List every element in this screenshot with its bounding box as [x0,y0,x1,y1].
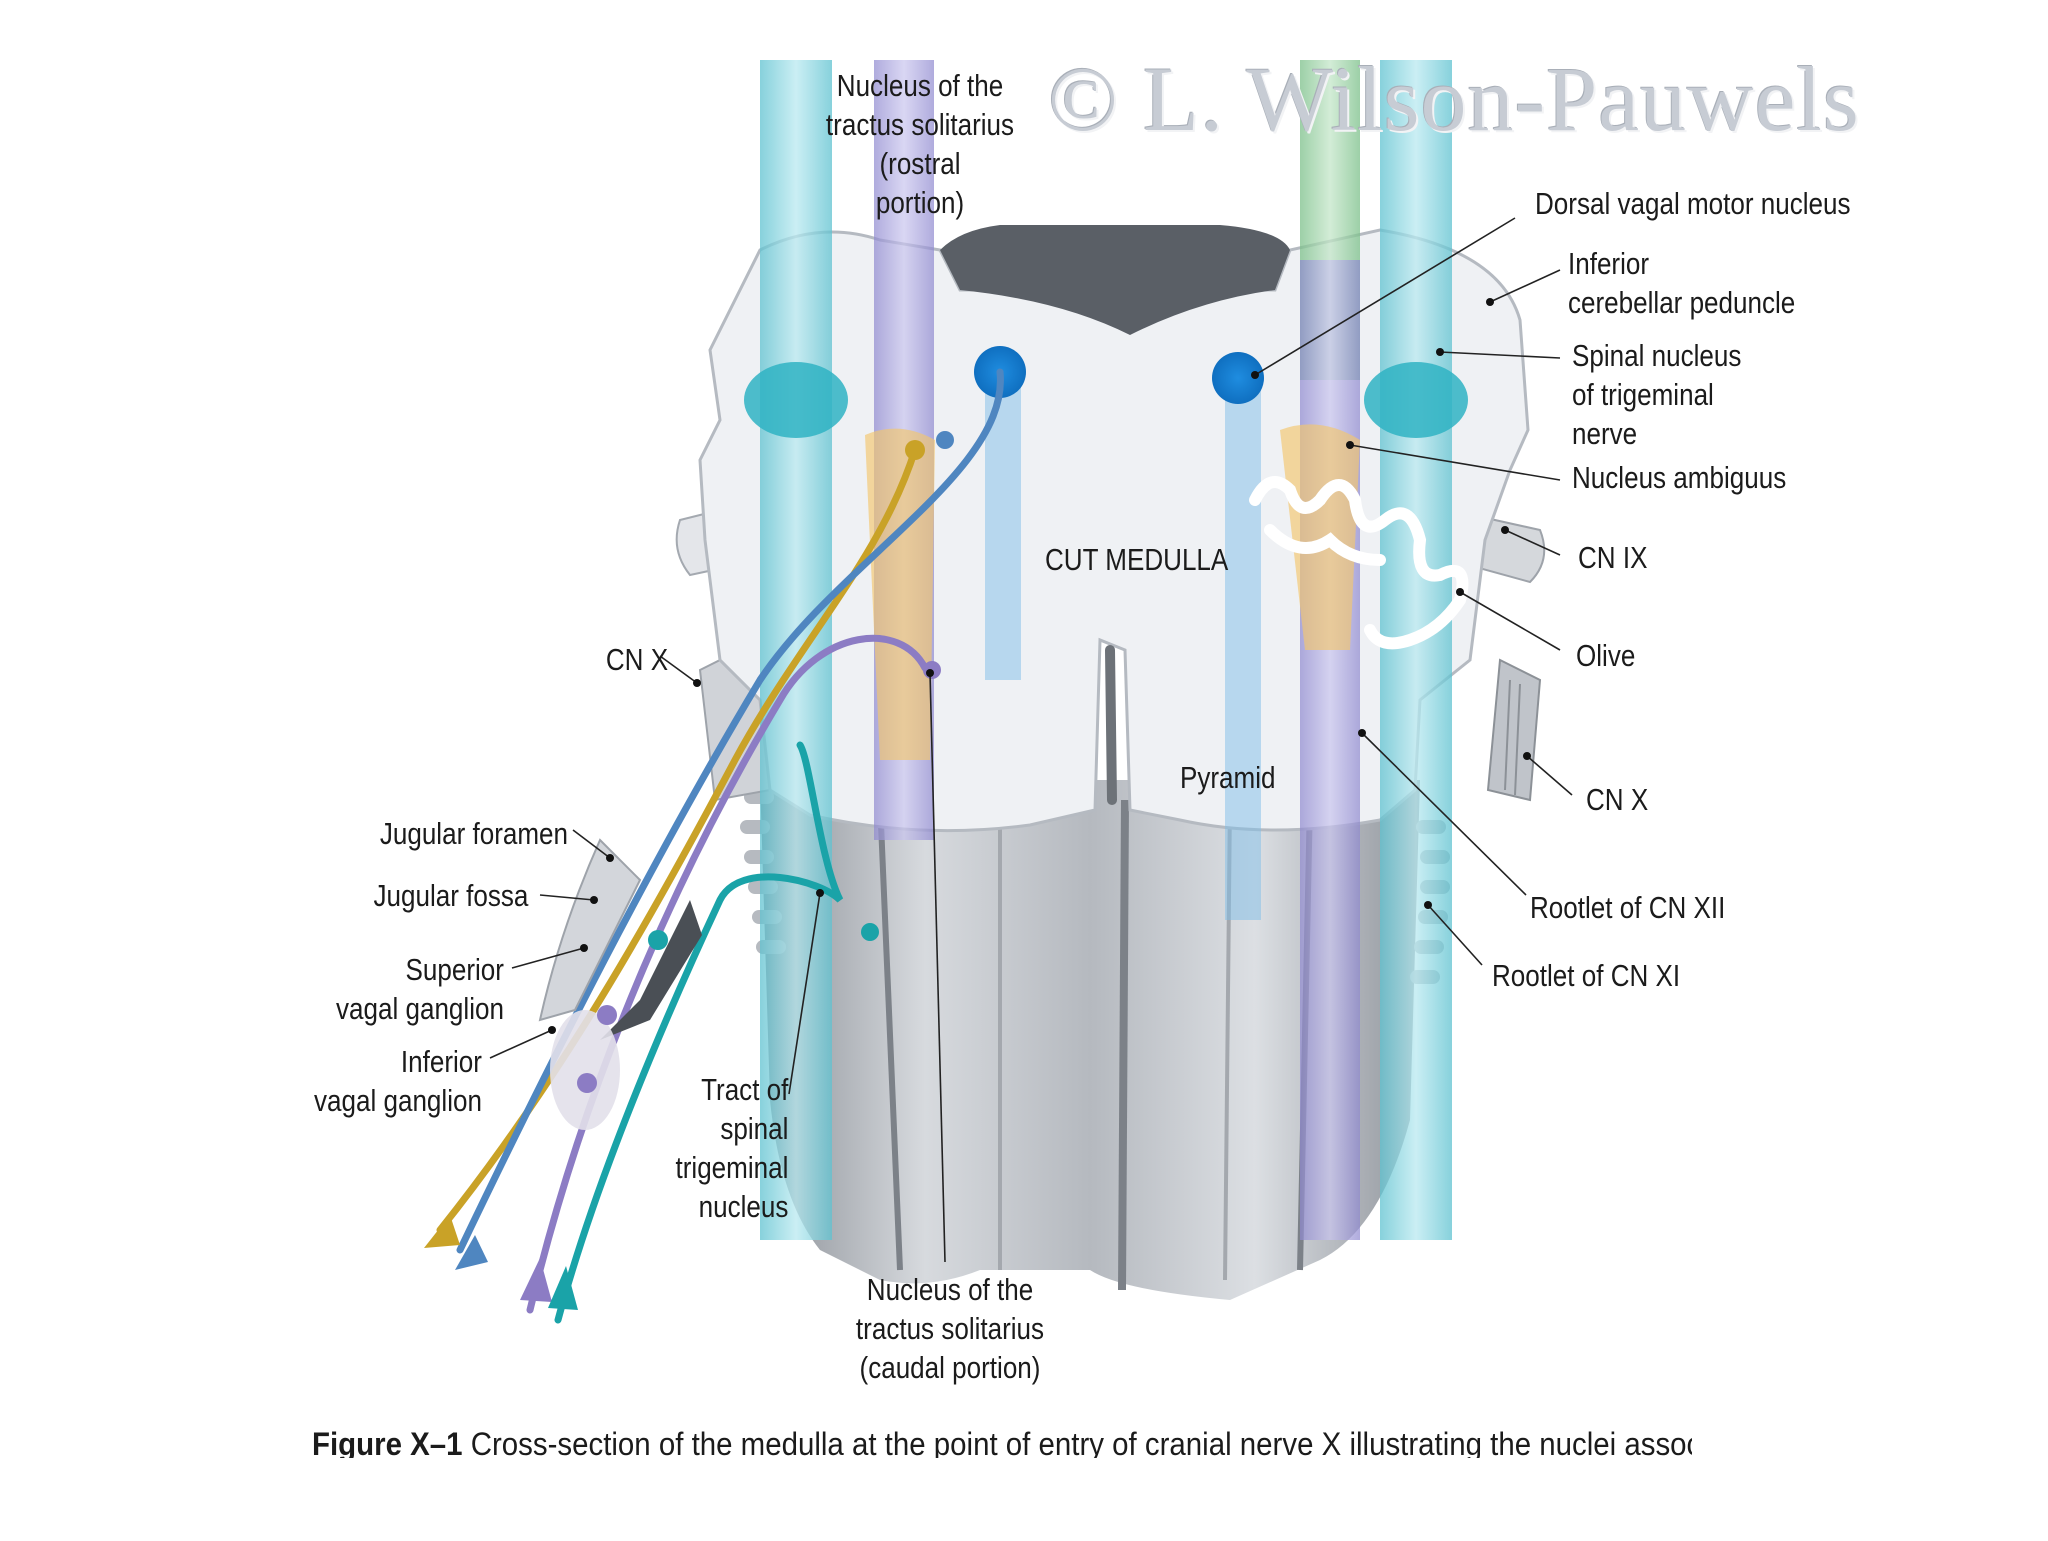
label-inferior-cerebellar-peduncle: Inferior cerebellar peduncle [1568,246,1796,320]
column-left-blue [985,380,1021,680]
fibre-arrowheads [424,1215,578,1310]
label-rootlet-cn-xii: Rootlet of CN XII [1530,890,1726,925]
fibre-teal [554,741,844,1324]
label-cn-ix: CN IX [1578,540,1648,575]
label-inferior-vagal-ganglion: Inferior vagal ganglion [314,1044,482,1118]
column-right-cyan [1364,60,1468,1240]
leader-lines [489,217,1573,1263]
label-jugular-fossa: Jugular fossa [373,878,528,913]
column-right-blue [1225,380,1261,920]
label-jugular-foramen: Jugular foramen [379,816,568,851]
fibre-purple [526,634,929,1314]
label-tract-spinal-trigeminal: Tract of spinal trigeminal nucleus [675,1072,788,1224]
label-cut-medulla: CUT MEDULLA [1045,542,1229,577]
label-cn-x-left: CN X [605,642,668,677]
olivary-nucleus [1249,476,1469,650]
caption-figure-number: Figure X–1 [312,1426,463,1458]
label-nts-rostral: Nucleus of the tractus solitarius (rostr… [825,68,1015,220]
copyright-watermark: © L. Wilson-Pauwels [1048,48,1860,150]
label-nucleus-ambiguus: Nucleus ambiguus [1572,460,1787,495]
label-spinal-nucleus-trigeminal: Spinal nucleus of trigeminal nerve [1572,338,1742,451]
figure-caption: Figure X–1 Cross-section of the medulla … [312,1418,1692,1458]
jugular-foramen-structure [538,838,702,1130]
label-olive: Olive [1576,638,1636,673]
label-cn-x-right: CN X [1586,782,1649,817]
label-dorsal-vagal-motor-nucleus: Dorsal vagal motor nucleus [1535,186,1851,221]
label-nts-caudal: Nucleus of the tractus solitarius (cauda… [855,1272,1045,1385]
fibre-endings [861,431,954,941]
column-left-cyan [744,60,848,1240]
dorsal-vagal-nucleus-right [1212,352,1264,404]
label-pyramid: Pyramid [1180,760,1276,795]
caption-text: Cross-section of the medulla at the poin… [462,1426,1692,1458]
label-superior-vagal-ganglion: Superior vagal ganglion [336,952,504,1026]
cn-x-right-bundle [1486,658,1542,802]
label-rootlet-cn-xi: Rootlet of CN XI [1492,958,1681,993]
column-right-violet [1300,260,1360,1240]
